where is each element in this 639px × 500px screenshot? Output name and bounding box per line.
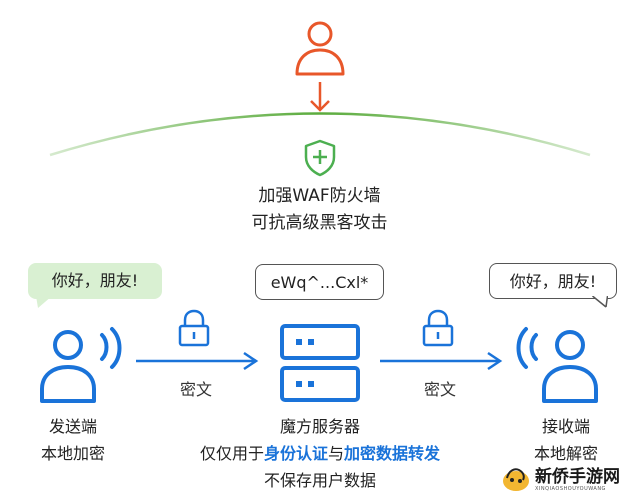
receiver-user-icon (516, 327, 598, 403)
waf-line-1: 加强WAF防火墙 (258, 186, 381, 206)
server-label-1: 魔方服务器 (279, 417, 360, 436)
lock-icon-right (422, 309, 454, 347)
server-label-2-highlight-2: 加密数据转发 (344, 444, 441, 463)
server-label-3: 不保存用户数据 (263, 471, 376, 490)
bubble-tail (592, 296, 608, 308)
watermark-name: 新侨手游网 (535, 467, 620, 487)
receiver-label-1: 接收端 (541, 417, 590, 436)
lock-icon-left (178, 309, 210, 347)
attacker-icon (295, 21, 345, 76)
server-icon (280, 324, 360, 402)
logo-hand-icon (503, 468, 529, 491)
waf-line-2: 可抗高级黑客攻击 (251, 213, 388, 233)
sender-label-2: 本地加密 (40, 444, 105, 463)
arrow-server-to-receiver (380, 351, 503, 371)
arrow-right-label: 密文 (423, 380, 456, 399)
sender-label-1: 发送端 (48, 417, 97, 436)
arrow-sender-to-server (136, 351, 259, 371)
receiver-label-2: 本地解密 (533, 444, 598, 463)
shield-icon (304, 139, 336, 177)
server-label-2-mid: 与 (328, 444, 345, 463)
sender-message-bubble: 你好，朋友! (28, 263, 162, 308)
sender-message-text: 你好，朋友! (51, 271, 139, 290)
attack-down-arrow (310, 82, 330, 112)
watermark-sub: XINQIAOSHOUYOUWANG (535, 486, 606, 492)
server-label-2-pre: 仅仅用于 (199, 444, 264, 463)
arrow-left-label: 密文 (179, 380, 212, 399)
bubble-tail (36, 296, 52, 308)
server-label-2-highlight-1: 身份认证 (263, 444, 328, 463)
sender-user-icon (40, 327, 122, 403)
server-label-2: 仅仅用于身份认证与加密数据转发 (160, 441, 480, 466)
waf-arc (49, 112, 591, 157)
receiver-message-text: 你好，朋友! (509, 272, 597, 291)
cipher-text: eWq^...Cxl* (270, 273, 369, 292)
watermark-logo: 新侨手游网 XINQIAOSHOUYOUWANG (501, 462, 633, 496)
receiver-message-bubble: 你好，朋友! (489, 263, 617, 308)
cipher-bubble: eWq^...Cxl* (255, 264, 384, 300)
